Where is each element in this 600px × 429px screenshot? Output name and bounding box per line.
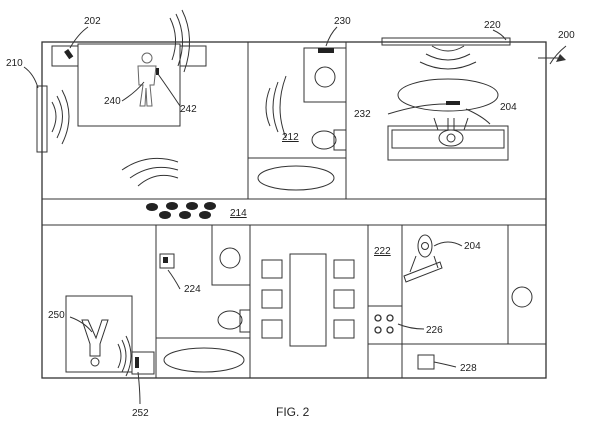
- device-242: [156, 68, 159, 75]
- person-240-icon: [137, 52, 157, 107]
- person-204-kitchen-icon: [403, 234, 443, 283]
- label-200: 200: [558, 30, 575, 41]
- leader-lines: [23, 26, 567, 405]
- device-232: [446, 101, 460, 105]
- bedroom-bottom-left: [65, 225, 157, 378]
- bathtub-bottom: [163, 347, 245, 373]
- bathtub-top: [257, 165, 335, 191]
- hallway-214: [146, 202, 216, 219]
- device-228: [417, 354, 435, 370]
- stove-226: [374, 314, 394, 334]
- nightstand-right: [179, 45, 207, 67]
- label-226: 226: [426, 325, 443, 336]
- bedroom-top-left: [36, 9, 249, 199]
- device-224: [159, 253, 175, 269]
- dining-area: [261, 225, 369, 378]
- bed-top: [77, 43, 181, 127]
- figure-caption: FIG. 2: [276, 405, 310, 419]
- label-214: 214: [230, 208, 247, 219]
- wall-sensor-210: [36, 85, 48, 153]
- label-222: 222: [374, 246, 391, 257]
- label-252: 252: [132, 408, 149, 419]
- nightstand-left: [51, 45, 79, 67]
- toilet-tank-top: [333, 129, 347, 151]
- toilet-bowl-bottom: [217, 310, 243, 330]
- label-202: 202: [84, 16, 101, 27]
- person-250-icon: [81, 319, 109, 367]
- sensor-230: [318, 48, 334, 53]
- dining-table: [289, 253, 327, 347]
- label-242: 242: [180, 104, 197, 115]
- bath-cabinet: [303, 47, 347, 103]
- bath-cabinet-bottom: [211, 224, 251, 286]
- label-204-living: 204: [500, 102, 517, 113]
- toilet-bowl-top: [311, 130, 337, 150]
- bathroom-bottom: [156, 224, 251, 378]
- couch: [387, 125, 509, 161]
- label-240: 240: [104, 96, 121, 107]
- bathroom-212: [248, 42, 347, 199]
- table-living: [397, 78, 499, 112]
- label-232: 232: [354, 109, 371, 120]
- label-212: 212: [282, 132, 299, 143]
- label-224: 224: [184, 284, 201, 295]
- device-252: [135, 357, 139, 368]
- label-228: 228: [460, 363, 477, 374]
- signal-waves-bedroom: [51, 9, 191, 187]
- label-204-kitchen: 204: [464, 241, 481, 252]
- toilet-tank-bottom: [239, 309, 251, 333]
- label-220: 220: [484, 20, 501, 31]
- label-210: 210: [6, 58, 23, 69]
- outer-walls: [41, 41, 547, 379]
- person-204-living-icon: [433, 117, 469, 147]
- nightstand-bottom: [131, 351, 155, 375]
- living-room: [381, 37, 511, 161]
- kitchen-222: [368, 225, 546, 378]
- footprints: [146, 202, 216, 219]
- sensor-220-bar: [381, 37, 511, 46]
- sensor-202: [64, 49, 74, 60]
- label-230: 230: [334, 16, 351, 27]
- bed-bottom: [65, 295, 133, 373]
- label-250: 250: [48, 310, 65, 321]
